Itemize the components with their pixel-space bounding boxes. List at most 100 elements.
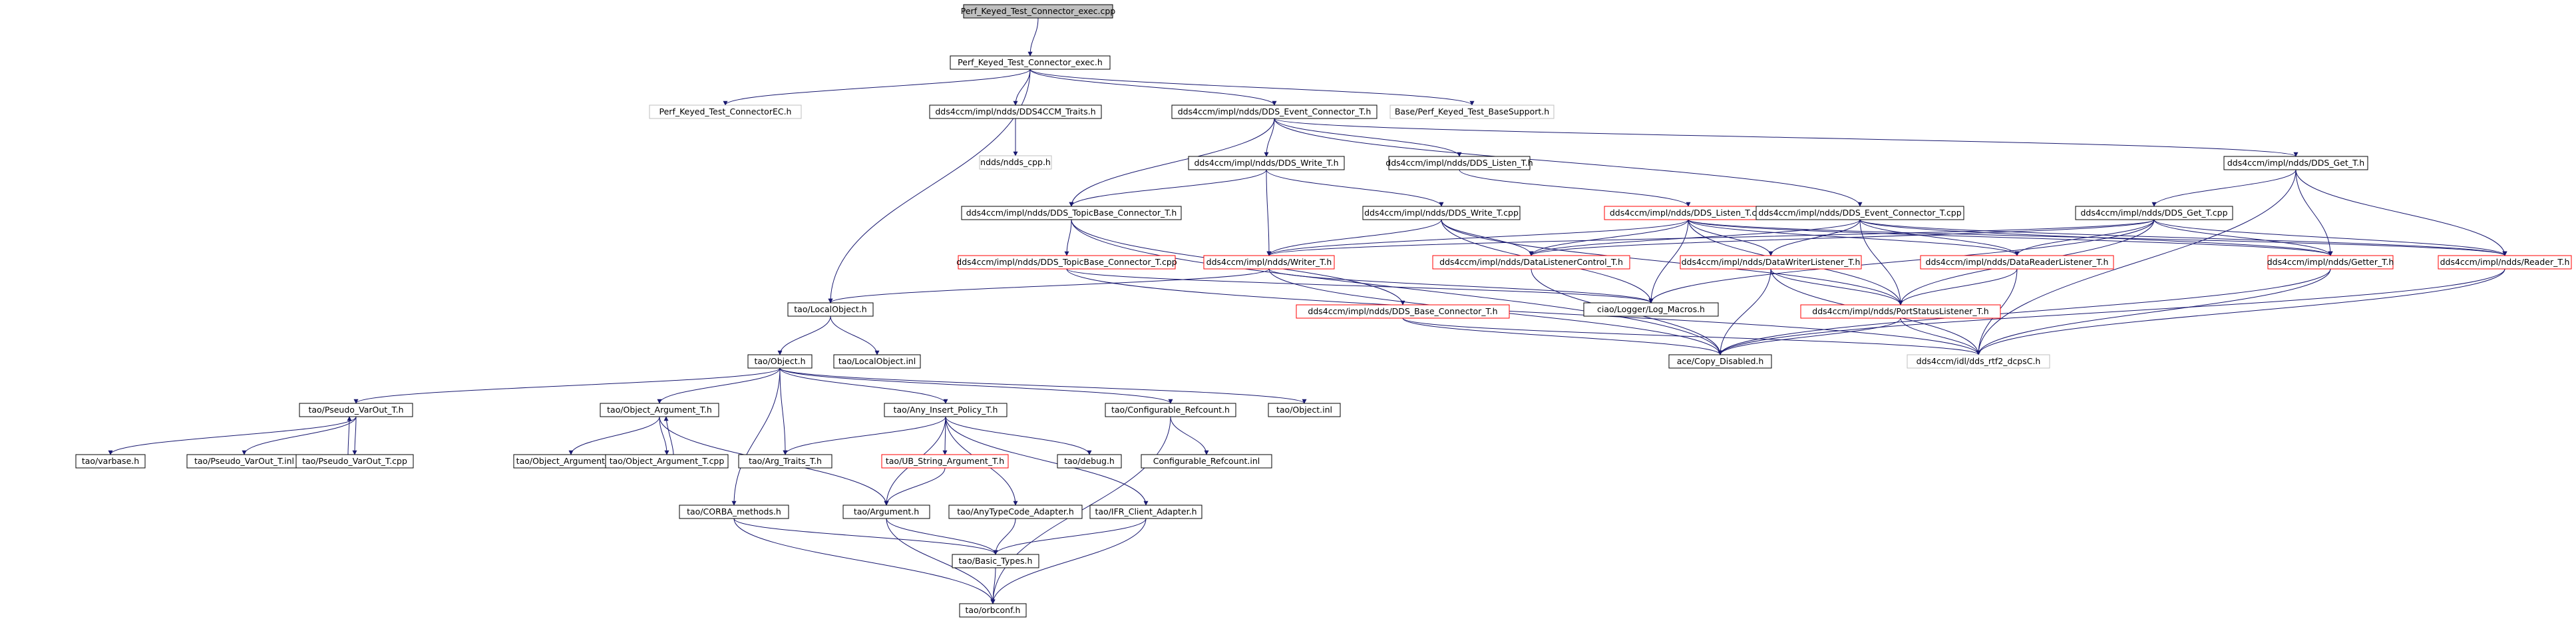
node-dds4ccm-impl-ndds-dds-listen-t-cpp[interactable]: dds4ccm/impl/ndds/DDS_Listen_T.cpp xyxy=(1604,206,1773,220)
node-tao-ub-string-argument-t-h[interactable]: tao/UB_String_Argument_T.h xyxy=(881,454,1009,469)
node-tao-object-argument-t-cpp[interactable]: tao/Object_Argument_T.cpp xyxy=(605,454,729,469)
node-base-perf-keyed-test-basesupport-h[interactable]: Base/Perf_Keyed_Test_BaseSupport.h xyxy=(1389,104,1555,119)
node-tao-pseudo-varout-t-h[interactable]: tao/Pseudo_VarOut_T.h xyxy=(299,403,413,417)
node-box xyxy=(299,403,413,417)
node-label: tao/Configurable_Refcount.h xyxy=(1111,405,1230,415)
node-tao-pseudo-varout-t-cpp[interactable]: tao/Pseudo_VarOut_T.cpp xyxy=(295,454,414,469)
node-label: dds4ccm/impl/ndds/DDS_Event_Connector_T.… xyxy=(1758,208,1961,218)
node-tao-anytypecode-adapter-h[interactable]: tao/AnyTypeCode_Adapter.h xyxy=(948,505,1083,519)
node-dds4ccm-impl-ndds-getter-t-h[interactable]: dds4ccm/impl/ndds/Getter_T.h xyxy=(2267,255,2394,270)
node-box xyxy=(2438,255,2572,270)
node-dds4ccm-idl-dds-rtf2-dcpsc-h[interactable]: dds4ccm/idl/dds_rtf2_dcpsC.h xyxy=(1907,354,2050,369)
node-box xyxy=(1755,206,1964,220)
edge-n33-to-n43 xyxy=(1170,416,1209,455)
edge-n30-to-n35 xyxy=(108,416,357,455)
node-perf-keyed-test-connectorec-h[interactable]: Perf_Keyed_Test_ConnectorEC.h xyxy=(649,104,802,119)
node-ndds-ndds-cpp-h[interactable]: ndds/ndds_cpp.h xyxy=(979,155,1052,170)
node-tao-varbase-h[interactable]: tao/varbase.h xyxy=(75,454,146,469)
node-tao-basic-types-h[interactable]: tao/Basic_Types.h xyxy=(952,554,1039,568)
node-label: ciao/Logger/Log_Macros.h xyxy=(1597,304,1705,314)
node-label: dds4ccm/impl/ndds/DataListenerControl_T.… xyxy=(1439,257,1623,267)
node-dds4ccm-impl-ndds-dds-event-connector-t-cpp[interactable]: dds4ccm/impl/ndds/DDS_Event_Connector_T.… xyxy=(1755,206,1964,220)
node-dds4ccm-impl-ndds-dds-listen-t-h[interactable]: dds4ccm/impl/ndds/DDS_Listen_T.h xyxy=(1385,156,1533,170)
node-dds4ccm-impl-ndds-dds-topicbase-connector-t-cpp[interactable]: dds4ccm/impl/ndds/DDS_TopicBase_Connecto… xyxy=(956,255,1177,270)
edge-n18-to-n25 xyxy=(1770,268,1903,306)
node-label: dds4ccm/impl/ndds/DDS_Get_T.h xyxy=(2227,158,2364,168)
node-dds4ccm-impl-ndds-dds-base-connector-t-h[interactable]: dds4ccm/impl/ndds/DDS_Base_Connector_T.h xyxy=(1296,304,1510,319)
node-dds4ccm-impl-ndds-dds-write-t-cpp[interactable]: dds4ccm/impl/ndds/DDS_Write_T.cpp xyxy=(1362,206,1521,220)
node-dds4ccm-impl-ndds-dds4ccm-traits-h[interactable]: dds4ccm/impl/ndds/DDS4CCM_Traits.h xyxy=(929,104,1102,119)
node-tao-argument-h[interactable]: tao/Argument.h xyxy=(842,505,930,519)
edge-n48-to-n49 xyxy=(990,567,996,604)
node-tao-object-argument-t-h[interactable]: tao/Object_Argument_T.h xyxy=(600,403,719,417)
edge-n11-to-n17 xyxy=(1441,219,1534,256)
node-label: tao/LocalObject.h xyxy=(794,304,866,314)
node-box xyxy=(1268,403,1341,417)
edge-n19-to-n25 xyxy=(1898,268,2018,306)
node-tao-arg-traits-t-h[interactable]: tao/Arg_Traits_T.h xyxy=(738,454,832,469)
node-ace-copy-disabled-h[interactable]: ace/Copy_Disabled.h xyxy=(1668,354,1772,369)
edge-n21-to-n29 xyxy=(1976,268,2505,355)
node-tao-debug-h[interactable]: tao/debug.h xyxy=(1057,454,1122,469)
node-dds4ccm-impl-ndds-dds-get-t-h[interactable]: dds4ccm/impl/ndds/DDS_Get_T.h xyxy=(2223,156,2368,170)
node-tao-object-argument-t-inl[interactable]: tao/Object_Argument_T.inl xyxy=(513,454,629,469)
node-label: Base/Perf_Keyed_Test_BaseSupport.h xyxy=(1395,106,1549,116)
node-box xyxy=(961,206,1182,220)
node-dds4ccm-impl-ndds-portstatuslistener-t-h[interactable]: dds4ccm/impl/ndds/PortStatusListener_T.h xyxy=(1800,304,2001,319)
edge-n44-to-n48 xyxy=(733,518,998,555)
node-box xyxy=(1296,304,1510,319)
node-dds4ccm-impl-ndds-writer-t-h[interactable]: dds4ccm/impl/ndds/Writer_T.h xyxy=(1203,255,1335,270)
edge-n7-to-n10 xyxy=(1069,169,1267,207)
edge-n14-to-n16 xyxy=(1266,219,2155,256)
node-tao-object-inl[interactable]: tao/Object.inl xyxy=(1268,403,1341,417)
node-dds4ccm-impl-ndds-datalistenercontrol-t-h[interactable]: dds4ccm/impl/ndds/DataListenerControl_T.… xyxy=(1432,255,1630,270)
node-box xyxy=(605,454,729,469)
node-dds4ccm-impl-ndds-datawriterlistener-t-h[interactable]: dds4ccm/impl/ndds/DataWriterListener_T.h xyxy=(1680,255,1862,270)
edge-n16-to-n22 xyxy=(828,268,1270,304)
edge-n18-to-n28 xyxy=(1718,268,1771,355)
edge-n7-to-n16 xyxy=(1266,169,1272,256)
node-label: dds4ccm/impl/ndds/PortStatusListener_T.h xyxy=(1812,306,1988,316)
node-tao-configurable-refcount-h[interactable]: tao/Configurable_Refcount.h xyxy=(1105,403,1236,417)
node-tao-pseudo-varout-t-inl[interactable]: tao/Pseudo_VarOut_T.inl xyxy=(186,454,302,469)
node-label: tao/Object_Argument_T.cpp xyxy=(610,456,725,466)
node-dds4ccm-impl-ndds-dds-get-t-cpp[interactable]: dds4ccm/impl/ndds/DDS_Get_T.cpp xyxy=(2075,206,2233,220)
node-perf-keyed-test-connector-exec-h[interactable]: Perf_Keyed_Test_Connector_exec.h xyxy=(950,55,1111,70)
edge-n30-to-n37 xyxy=(352,416,357,455)
node-ciao-logger-log-macros-h[interactable]: ciao/Logger/Log_Macros.h xyxy=(1583,302,1719,317)
node-dds4ccm-impl-ndds-reader-t-h[interactable]: dds4ccm/impl/ndds/Reader_T.h xyxy=(2438,255,2572,270)
node-configurable-refcount-inl[interactable]: Configurable_Refcount.inl xyxy=(1141,454,1272,469)
node-tao-localobject-h[interactable]: tao/LocalObject.h xyxy=(787,302,874,317)
edge-n26-to-n33 xyxy=(779,367,1173,404)
edge-n12-to-n16 xyxy=(1266,219,1689,256)
node-tao-object-h[interactable]: tao/Object.h xyxy=(747,354,813,369)
edge-n22-to-n27 xyxy=(830,315,880,355)
node-label: dds4ccm/impl/ndds/DDS_Listen_T.h xyxy=(1385,158,1533,168)
node-label: dds4ccm/impl/ndds/DDS_Write_T.h xyxy=(1195,158,1339,168)
node-label: Perf_Keyed_Test_ConnectorEC.h xyxy=(659,106,792,116)
node-perf-keyed-test-connector-exec-cpp: Perf_Keyed_Test_Connector_exec.cpp xyxy=(961,4,1116,19)
node-dds4ccm-impl-ndds-dds-event-connector-t-h[interactable]: dds4ccm/impl/ndds/DDS_Event_Connector_T.… xyxy=(1171,104,1378,119)
edge-n9-to-n14 xyxy=(2151,169,2297,207)
edge-n8-to-n12 xyxy=(1459,169,1691,207)
node-label: dds4ccm/impl/ndds/Getter_T.h xyxy=(2267,257,2394,267)
node-dds4ccm-impl-ndds-dds-topicbase-connector-t-h[interactable]: dds4ccm/impl/ndds/DDS_TopicBase_Connecto… xyxy=(961,206,1182,220)
edge-n15-to-n24 xyxy=(1066,268,1654,304)
node-box xyxy=(842,505,930,519)
node-label: Perf_Keyed_Test_Connector_exec.cpp xyxy=(961,6,1116,16)
edge-n25-to-n29 xyxy=(1900,317,1981,355)
node-tao-ifr-client-adapter-h[interactable]: tao/IFR_Client_Adapter.h xyxy=(1089,505,1202,519)
node-dds4ccm-impl-ndds-datareaderlistener-t-h[interactable]: dds4ccm/impl/ndds/DataReaderListener_T.h xyxy=(1920,255,2114,270)
node-label: tao/debug.h xyxy=(1064,456,1115,466)
node-box xyxy=(1188,156,1345,170)
node-box xyxy=(1668,354,1772,369)
edge-n32-to-n40 xyxy=(783,416,946,455)
node-tao-orbconf-h[interactable]: tao/orbconf.h xyxy=(959,603,1027,618)
node-tao-localobject-inl[interactable]: tao/LocalObject.inl xyxy=(833,354,921,369)
node-tao-corba-methods-h[interactable]: tao/CORBA_methods.h xyxy=(679,505,789,519)
node-tao-any-insert-policy-t-h[interactable]: tao/Any_Insert_Policy_T.h xyxy=(884,403,1008,417)
node-dds4ccm-impl-ndds-dds-write-t-h[interactable]: dds4ccm/impl/ndds/DDS_Write_T.h xyxy=(1188,156,1345,170)
edge-n45-to-n49 xyxy=(886,518,996,604)
node-label: tao/Object.h xyxy=(754,356,805,366)
edge-n13-to-n19 xyxy=(1859,219,2020,256)
